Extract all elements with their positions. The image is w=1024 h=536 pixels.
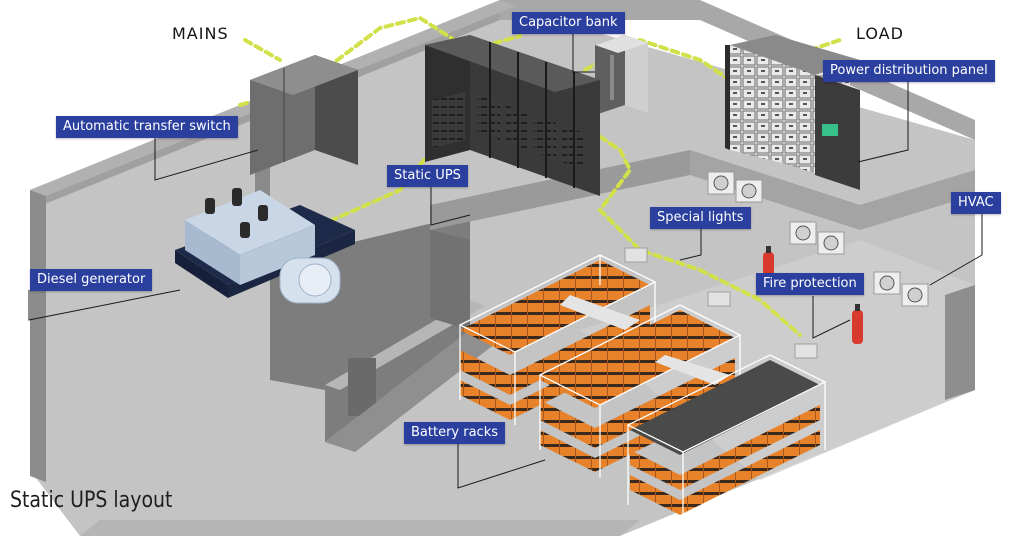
partition-central [430,150,690,230]
capacitor-bank-cabinet [595,35,648,115]
callout-hvac: HVAC [951,192,1001,214]
load-label: LOAD [856,24,904,43]
callout-power-distribution-panel: Power distribution panel [823,60,995,82]
transfer-switch-cabinet [250,55,358,175]
callout-leader-lines [28,34,983,489]
callout-diesel-generator: Diesel generator [30,269,153,291]
floor-light-patch [580,240,975,480]
battery-rack-3 [626,354,827,522]
mains-label: MAINS [172,24,229,43]
outer-wall-left [30,190,46,482]
callout-battery-racks: Battery racks [404,422,506,444]
callout-special-lights: Special lights [650,207,751,229]
front-wall [325,330,500,452]
partition-right [690,150,975,230]
callout-capacitor-bank: Capacitor bank [512,12,625,34]
callout-static-ups: Static UPS [387,165,468,187]
callout-automatic-transfer-switch: Automatic transfer switch [56,116,238,138]
figure-caption: Static UPS layout [10,488,173,513]
wall-right-outer [945,285,975,400]
static-ups-cabinets [425,35,600,196]
fire-extinguishers [763,246,863,344]
diesel-generator [175,188,355,304]
partition-central-side [430,230,470,330]
hvac-units [707,171,929,307]
front-wall-bottom [80,520,640,536]
callout-fire-protection: Fire protection [756,273,864,295]
special-light-fixtures [624,247,818,359]
